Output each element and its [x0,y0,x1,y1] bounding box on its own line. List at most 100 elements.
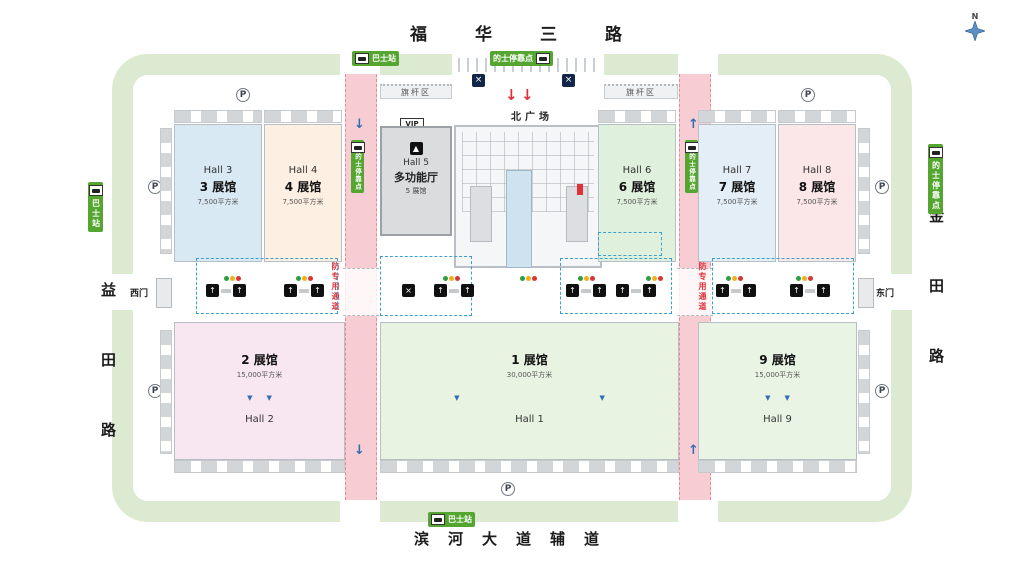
atrium-block-west [470,186,492,242]
gate-status-lights [796,266,814,285]
traffic-arrow-icon: ↓ [354,443,365,458]
traffic-arrow-icon: ↑ [688,443,699,458]
bus-station-badge-left: 巴士站 [88,182,103,232]
entry-arrow-icon: ↓ [505,86,518,104]
hall-en-label: Hall 9 [763,414,792,425]
side-blocks [160,128,172,254]
side-blocks [160,330,172,454]
turnstile-icon: ↑ [284,284,297,297]
hall-3: Hall 3 3 展馆 7,500平方米 [174,124,262,262]
bus-station-label: 巴士站 [372,53,396,63]
hall-area-label: 15,000平方米 [754,371,801,379]
turnstile-icon: ↑ [817,284,830,297]
gate-status-lights [726,266,744,285]
taxi-stop-badge-top: 的士停靠点 [490,51,553,66]
gate-status-lights [296,266,314,285]
hall-sub-label: 5 展馆 [405,187,427,195]
taxi-stop-label: 的士停靠点 [931,161,941,211]
compass-icon [962,20,988,43]
road-gap-bottom-right [678,498,718,524]
road-name-top: 福华三路 [410,25,670,45]
hall-cn-label: 4 展馆 [284,180,322,194]
traffic-arrow-icon: ↑ [688,117,699,132]
turnstile-icon: ↑ [233,284,246,297]
turnstile-group: ↑↑ [716,284,756,297]
security-zone [598,232,662,256]
floor-vent-icons: ▼ ▼ [175,394,344,402]
security-zone [560,258,672,314]
bus-icon [88,185,103,196]
hall-en-label: Hall 7 [722,165,752,176]
bus-station-badge-top: 巴士站 [352,51,399,66]
fire-lane-label-east: 消防专用通道 [698,252,707,312]
hall-cn-label: 3 展馆 [199,180,237,194]
bus-station-badge-bottom: 巴士站 [428,512,475,527]
roof-blocks [698,110,776,123]
closed-gate-icon: × [402,284,415,297]
parking-icon: P [801,88,815,102]
hall-area-label: 7,500平方米 [796,198,838,206]
west-gate-structure [156,278,172,308]
road-name-right: 金田路 [927,208,945,418]
link-bridge-east [677,268,713,316]
bus-icon [431,514,445,525]
side-blocks [858,330,870,454]
security-zone [196,258,338,314]
road-name-bottom: 滨河大道辅道 [414,530,619,548]
entrance-gate-icon: × [562,74,575,87]
hall-8: Hall 8 8 展馆 7,500平方米 [778,124,856,262]
vent-icon: ▼ [784,394,790,402]
dock-blocks [380,460,679,473]
bus-station-label: 巴士站 [448,514,472,524]
fire-equipment-icon [577,184,583,195]
central-corridor [506,170,532,268]
parking-icon: P [875,180,889,194]
west-gate-label: 西门 [130,289,149,299]
turnstile-icon: ↑ [790,284,803,297]
vent-icon: ▼ [454,394,460,402]
hall-en-label: Hall 2 [245,414,274,425]
taxi-icon [350,142,365,153]
hall-area-label: 7,500平方米 [197,198,239,206]
turnstile-group: ↑↑ [566,284,606,297]
turnstile-group: ↑↑ [616,284,656,297]
hall-cn-label: 8 展馆 [798,180,836,194]
hall-en-label: Hall 1 [515,414,544,425]
hall-cn-label: 2 展馆 [241,353,278,367]
entry-arrow-icon: ↓ [521,86,534,104]
turnstile-icon: ↑ [743,284,756,297]
hall-6: Hall 6 6 展馆 7,500平方米 [598,124,676,262]
parking-icon: P [501,482,515,496]
turnstile-icon: ↑ [434,284,447,297]
turnstile-group: ↑↑ [434,284,474,297]
flag-area-east: 旗杆区 [604,84,678,99]
roof-blocks [174,110,262,123]
gate-status-lights [224,266,242,285]
parking-icon: P [875,384,889,398]
hall-area-label: 30,000平方米 [506,371,553,379]
hall-5: ▲ Hall 5 多功能厅 5 展馆 [380,126,452,236]
gate-status-lights [578,266,596,285]
hall-cn-label: 1 展馆 [511,353,548,367]
hall-cn-label: 7 展馆 [718,180,756,194]
taxi-stop-label: 的士停靠点 [353,153,362,191]
hall-area-label: 7,500平方米 [716,198,758,206]
entrance-gate-icon: × [472,74,485,87]
road-gap-bottom-left [340,498,380,524]
vent-icon: ▼ [247,394,253,402]
parking-icon: P [236,88,250,102]
hall-2: 2 展馆 15,000平方米 ▼ ▼ Hall 2 [174,322,345,460]
elevator-icon: ▲ [409,142,423,155]
turnstile-icon: ↑ [716,284,729,297]
dock-blocks [174,460,345,473]
taxi-stop-badge-west-road: 的士停靠点 [350,140,365,193]
vent-icon: ▼ [765,394,771,402]
taxi-stop-badge-east-road: 的士停靠点 [684,140,699,193]
vent-icon: ▼ [599,394,605,402]
hall-cn-label: 9 展馆 [759,353,796,367]
turnstile-icon: ↑ [311,284,324,297]
hall-7: Hall 7 7 展馆 7,500平方米 [698,124,776,262]
turnstile-group: ↑↑ [206,284,246,297]
security-zone [712,258,854,314]
east-gate-gap [886,274,914,310]
